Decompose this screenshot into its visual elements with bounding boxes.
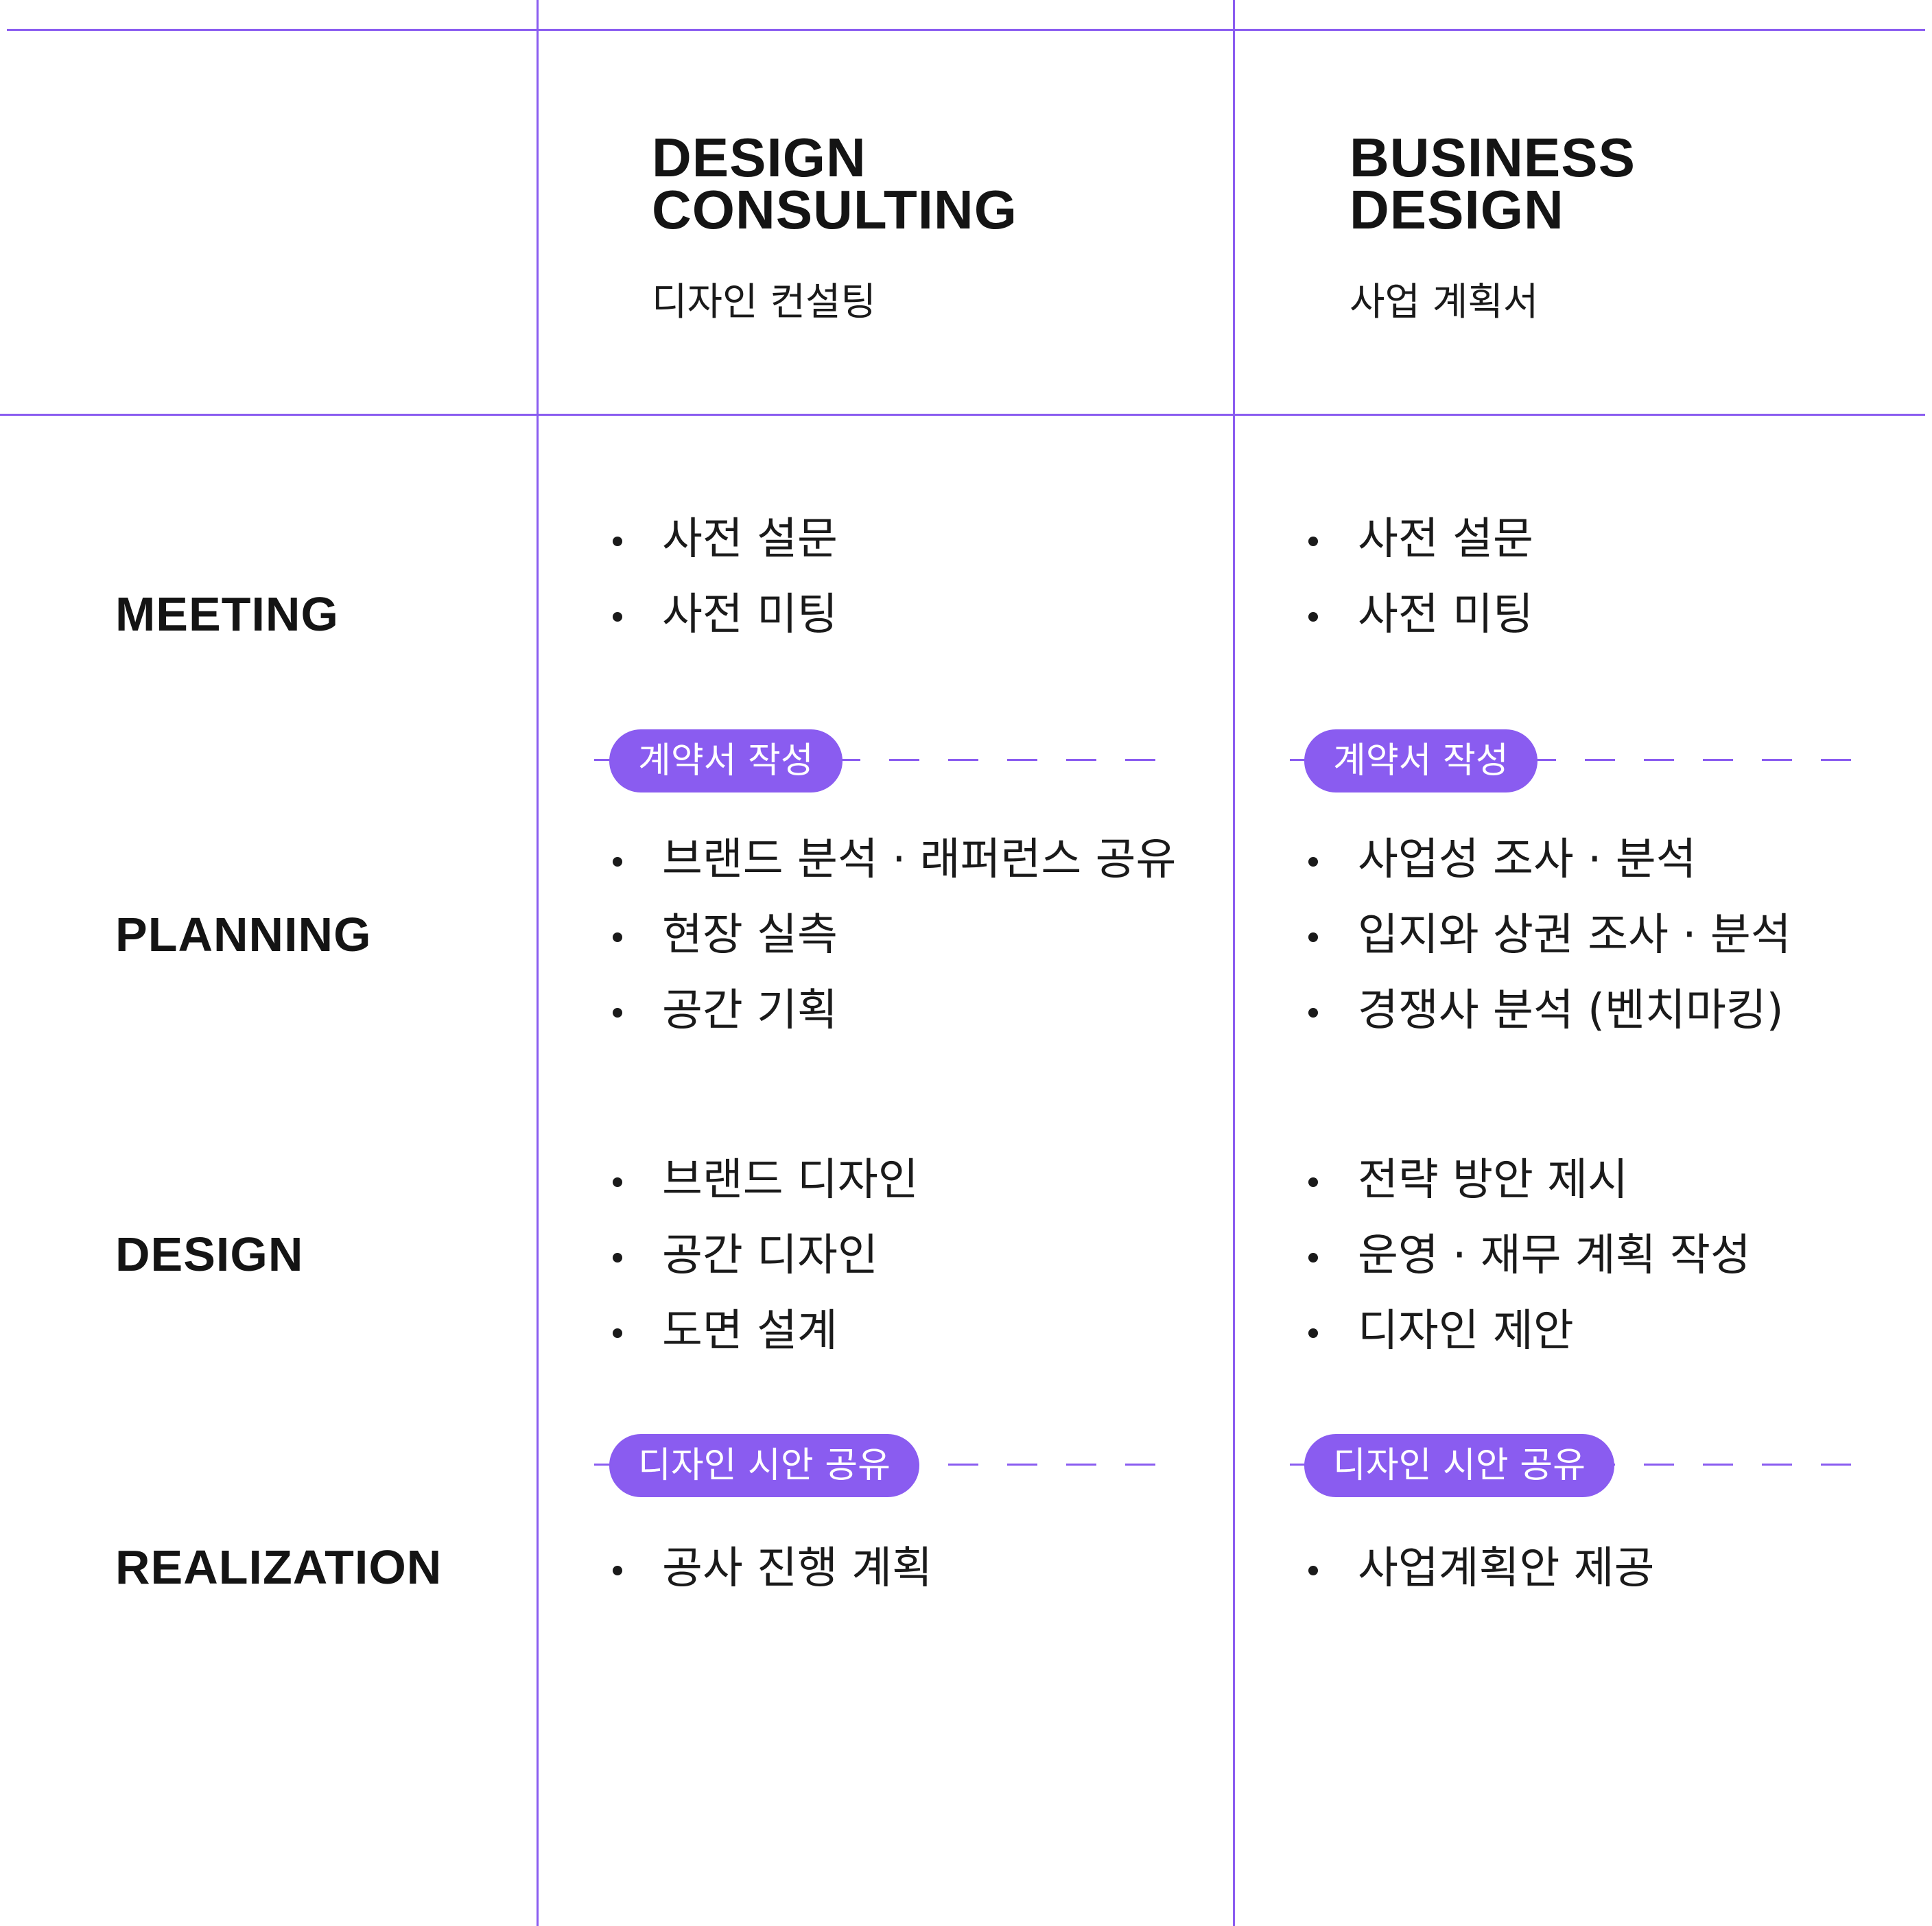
column-divider-1: [537, 0, 539, 1926]
list-item: 브랜드 디자인: [613, 1142, 919, 1218]
dc-contract-milestone: [594, 757, 1179, 764]
business-design-subtitle: 사업 계획서: [1350, 280, 1539, 325]
dashed-line: [594, 759, 1179, 761]
bd-design-list: 전략 방안 제시 운영 · 재무 계획 작성 디자인 제안: [1308, 1142, 1751, 1369]
row-label-planning: PLANNING: [115, 908, 372, 961]
list-item: 사전 설문: [1308, 502, 1533, 577]
bd-planning-list: 사업성 조사 · 분석 입지와 상권 조사 · 분석 경쟁사 분석 (벤치마킹): [1308, 822, 1791, 1048]
row-label-design: DESIGN: [115, 1228, 304, 1281]
top-rule: [7, 29, 1925, 31]
list-item: 사전 설문: [613, 502, 838, 577]
dashed-line: [1290, 759, 1874, 761]
dc-planning-list: 브랜드 분석 · 래퍼런스 공유 현장 실측 공간 기획: [613, 822, 1176, 1048]
header-rule: [0, 414, 1925, 416]
dc-design-share-badge: 디자인 시안 공유: [609, 1434, 919, 1497]
row-label-meeting: MEETING: [115, 587, 339, 641]
list-item: 사업계획안 제공: [1308, 1531, 1655, 1606]
business-design-title: BUSINESS DESIGN: [1350, 127, 1636, 240]
row-label-realization: REALIZATION: [115, 1540, 443, 1594]
list-item: 공간 기획: [613, 973, 1176, 1048]
design-consulting-title-line1: DESIGN: [652, 127, 867, 188]
bd-contract-milestone: [1290, 757, 1874, 764]
dc-design-list: 브랜드 디자인 공간 디자인 도면 설계: [613, 1142, 919, 1369]
list-item: 전략 방안 제시: [1308, 1142, 1751, 1218]
business-design-title-line2: DESIGN: [1350, 179, 1564, 240]
list-item: 브랜드 분석 · 래퍼런스 공유: [613, 822, 1176, 897]
list-item: 사전 미팅: [613, 577, 838, 653]
dc-contract-badge: 계약서 작성: [609, 729, 843, 792]
design-consulting-title: DESIGN CONSULTING: [652, 127, 1017, 240]
design-consulting-subtitle: 디자인 컨설팅: [652, 280, 876, 325]
list-item: 디자인 제안: [1308, 1293, 1751, 1369]
dc-meeting-list: 사전 설문 사전 미팅: [613, 502, 838, 653]
dc-realization-list: 공사 진행 계획: [613, 1531, 932, 1606]
list-item: 사업성 조사 · 분석: [1308, 822, 1791, 897]
bd-contract-badge: 계약서 작성: [1304, 729, 1538, 792]
list-item: 도면 설계: [613, 1293, 919, 1369]
list-item: 운영 · 재무 계획 작성: [1308, 1218, 1751, 1293]
bd-realization-list: 사업계획안 제공: [1308, 1531, 1655, 1606]
business-design-title-line1: BUSINESS: [1350, 127, 1636, 188]
list-item: 입지와 상권 조사 · 분석: [1308, 897, 1791, 973]
list-item: 사전 미팅: [1308, 577, 1533, 653]
list-item: 경쟁사 분석 (벤치마킹): [1308, 973, 1791, 1048]
bd-meeting-list: 사전 설문 사전 미팅: [1308, 502, 1533, 653]
list-item: 현장 실측: [613, 897, 1176, 973]
design-consulting-title-line2: CONSULTING: [652, 179, 1017, 240]
bd-design-share-badge: 디자인 시안 공유: [1304, 1434, 1614, 1497]
column-divider-2: [1233, 0, 1235, 1926]
list-item: 공사 진행 계획: [613, 1531, 932, 1606]
list-item: 공간 디자인: [613, 1218, 919, 1293]
